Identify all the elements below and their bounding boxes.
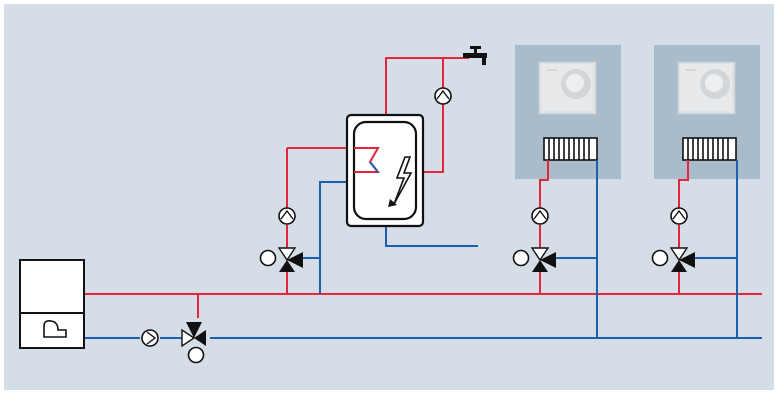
room-thermostat-icon — [677, 61, 736, 115]
heat-exchanger-coil-icon — [354, 147, 381, 173]
pump-icon — [434, 87, 452, 105]
radiator-icon — [543, 137, 598, 161]
water-tank-icon — [345, 113, 425, 228]
boiler-icon — [19, 259, 85, 349]
room-unit-1 — [515, 45, 621, 179]
pump-icon — [531, 207, 549, 225]
pump-icon — [141, 329, 159, 347]
electric-heating-element-icon — [388, 156, 413, 207]
radiator-icon — [682, 137, 737, 161]
tap-icon — [463, 46, 487, 65]
pump-icon — [278, 207, 296, 225]
room-thermostat-icon — [538, 61, 597, 115]
pump-icon — [670, 207, 688, 225]
mixing-valve-icon — [512, 247, 556, 272]
mixing-valve-icon — [181, 322, 206, 364]
mixing-valve-icon — [651, 247, 695, 272]
mixing-valve-icon — [259, 247, 303, 272]
room-unit-2 — [654, 45, 760, 179]
